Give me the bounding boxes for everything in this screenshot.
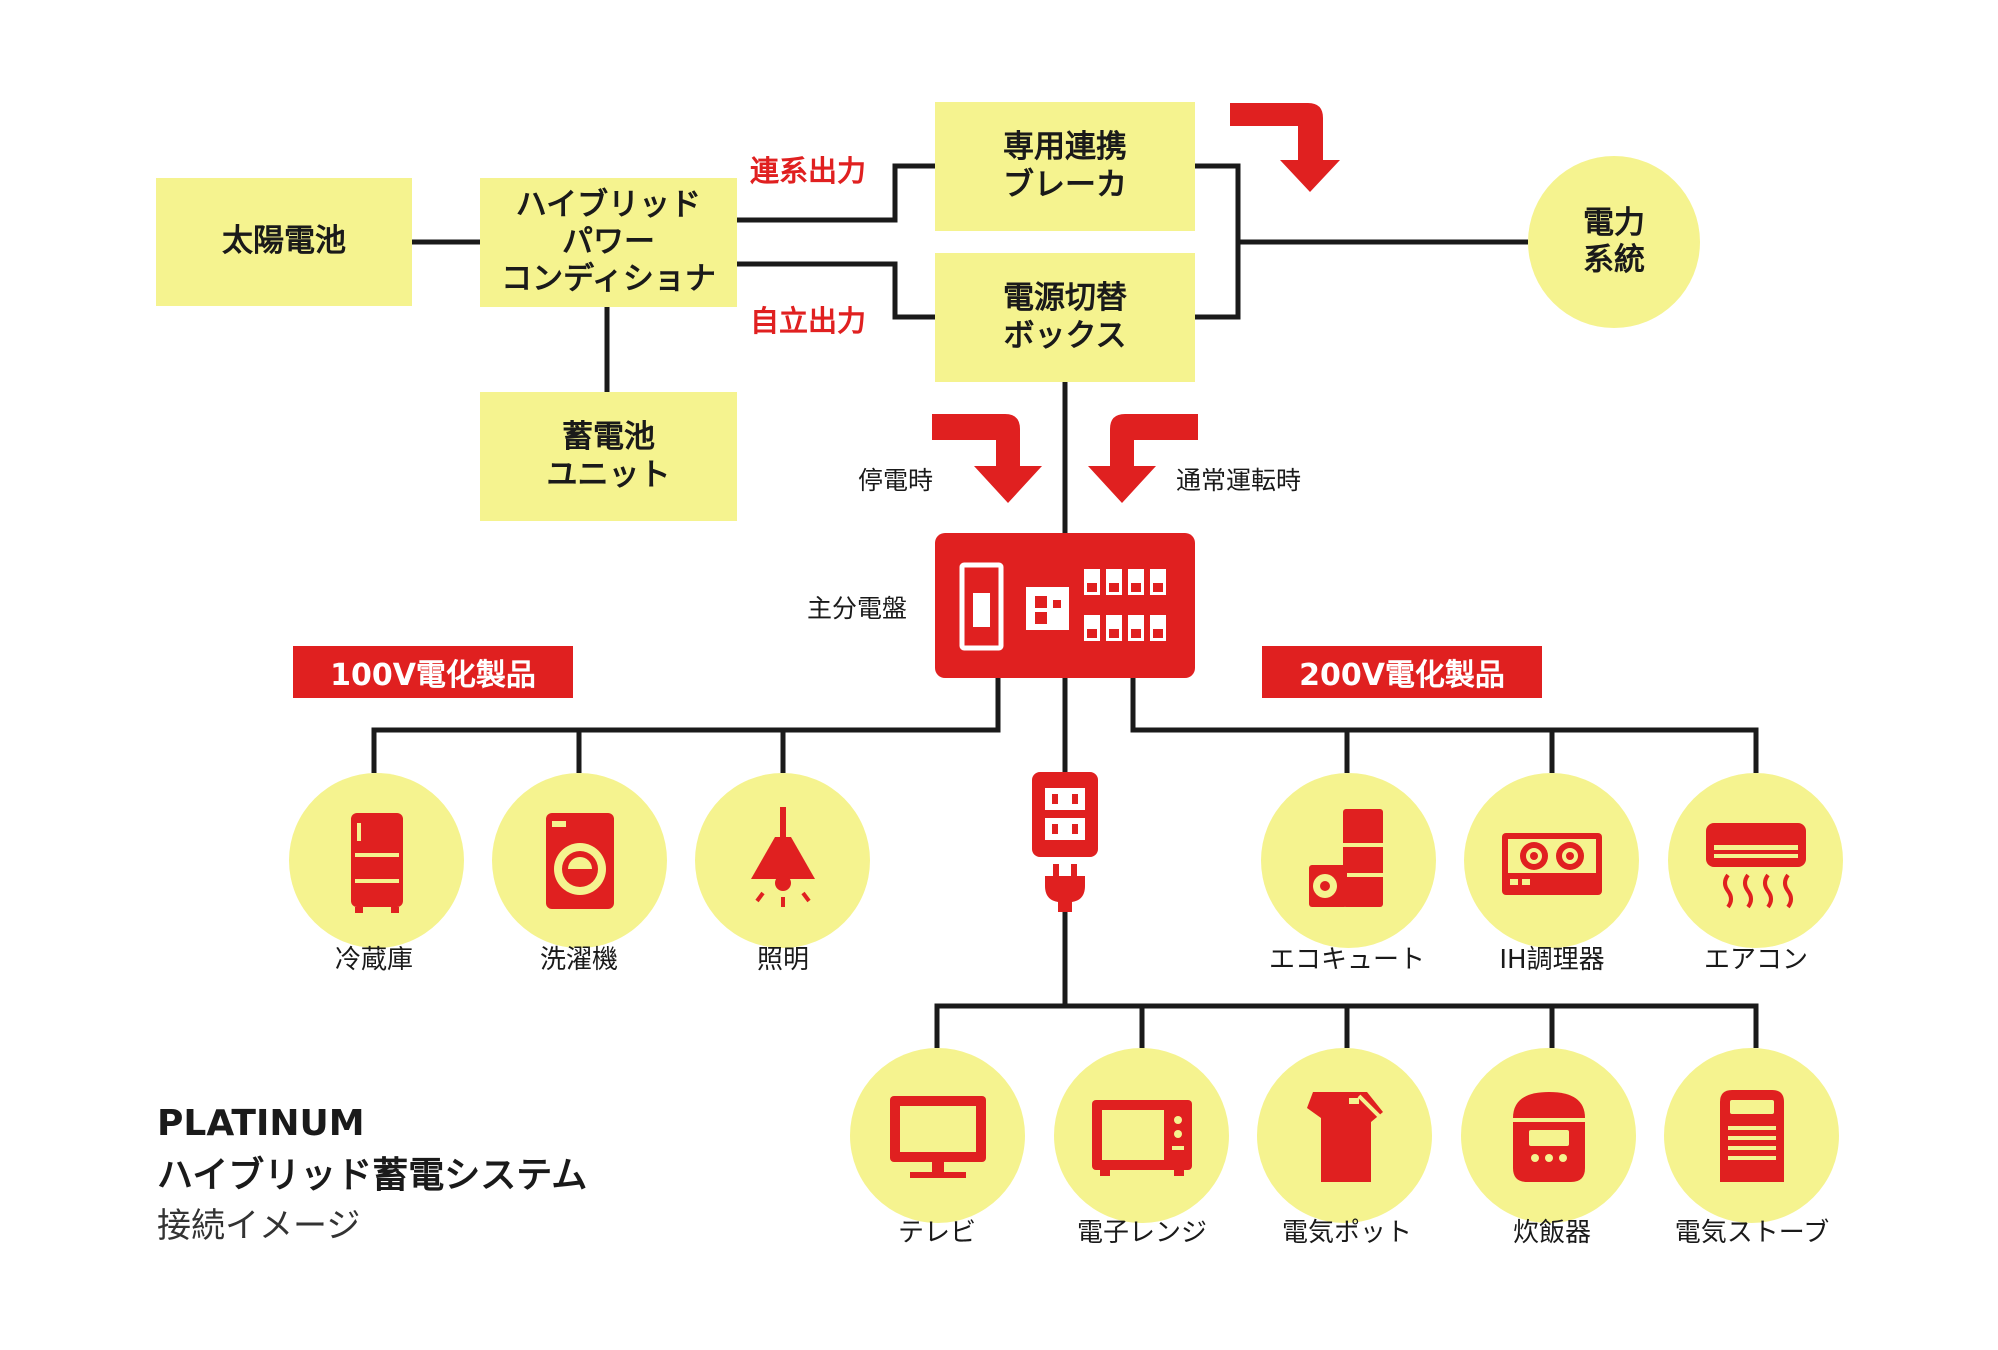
- ecocute-label: エコキュート: [1268, 945, 1426, 975]
- electric-heater-circle: [1664, 1048, 1839, 1223]
- television-label: テレビ: [897, 1218, 977, 1248]
- refrigerator-circle: [289, 773, 464, 948]
- electric-pot-icon: [1306, 1091, 1383, 1182]
- lighting-circle: [695, 773, 870, 948]
- power-switch-box: 電源切替 ボックス: [935, 253, 1195, 382]
- television-circle: [850, 1048, 1025, 1223]
- system-title: ハイブリッド蓄電システム: [157, 1155, 588, 1196]
- ih-cooker-icon: [1501, 832, 1602, 895]
- electric-heater-label: 電気ストーブ: [1674, 1218, 1830, 1248]
- solar-panel-box: 太陽電池: [156, 178, 412, 306]
- ecocute-icon: [1308, 808, 1383, 907]
- outage-label: 停電時: [858, 466, 934, 495]
- power-grid-label: 電力 系統: [1583, 204, 1645, 278]
- refrigerator-label: 冷蔵庫: [334, 945, 414, 975]
- power-grid-circle: [1528, 156, 1700, 328]
- battery-unit-box: 蓄電池 ユニット: [480, 392, 737, 521]
- normal-operation-label: 通常運転時: [1176, 466, 1302, 495]
- electric-pot-circle: [1257, 1048, 1432, 1223]
- electric-heater-icon: [1719, 1089, 1784, 1182]
- 200v-appliances-tag: 200V電化製品: [1262, 646, 1542, 698]
- lighting-label: 照明: [756, 945, 810, 975]
- microwave-circle: [1054, 1048, 1229, 1223]
- main-panel-label: 主分電盤: [807, 594, 908, 623]
- arrow-normal-icon: [1088, 414, 1198, 503]
- ceiling-lamp-icon: [750, 806, 815, 907]
- independent-output-label: 自立出力: [750, 304, 867, 338]
- air-conditioner-icon: [1705, 822, 1806, 908]
- rice-cooker-icon: [1512, 1091, 1585, 1182]
- air-conditioner-circle: [1668, 773, 1843, 948]
- outlet-plug-icon: [1032, 772, 1098, 912]
- washing-machine-icon: [545, 812, 614, 909]
- microwave-label: 電子レンジ: [1076, 1218, 1208, 1248]
- main-panel-icon: [935, 533, 1195, 678]
- tv-icon: [889, 1095, 986, 1178]
- ih-cooker-label: IH調理器: [1499, 945, 1605, 975]
- microwave-icon: [1091, 1099, 1192, 1176]
- grid-output-label: 連系出力: [750, 154, 867, 188]
- electric-pot-label: 電気ポット: [1281, 1218, 1413, 1248]
- arrow-to-grid-icon: [1230, 103, 1340, 192]
- 100v-appliances-tag: 100V電化製品: [293, 646, 573, 698]
- washing-machine-circle: [492, 773, 667, 948]
- dedicated-breaker-box: 専用連携 ブレーカ: [935, 102, 1195, 231]
- refrigerator-icon: [350, 812, 403, 913]
- ih-cooker-circle: [1464, 773, 1639, 948]
- arrow-outage-icon: [932, 414, 1042, 503]
- washing-machine-label: 洗濯機: [539, 945, 619, 975]
- ecocute-circle: [1261, 773, 1436, 948]
- power-conditioner-box: ハイブリッド パワー コンディショナ: [480, 178, 737, 307]
- subtitle: 接続イメージ: [157, 1206, 361, 1246]
- air-conditioner-label: エアコン: [1703, 945, 1809, 975]
- brand-title: PLATINUM: [157, 1103, 365, 1144]
- rice-cooker-circle: [1461, 1048, 1636, 1223]
- rice-cooker-label: 炊飯器: [1512, 1218, 1592, 1248]
